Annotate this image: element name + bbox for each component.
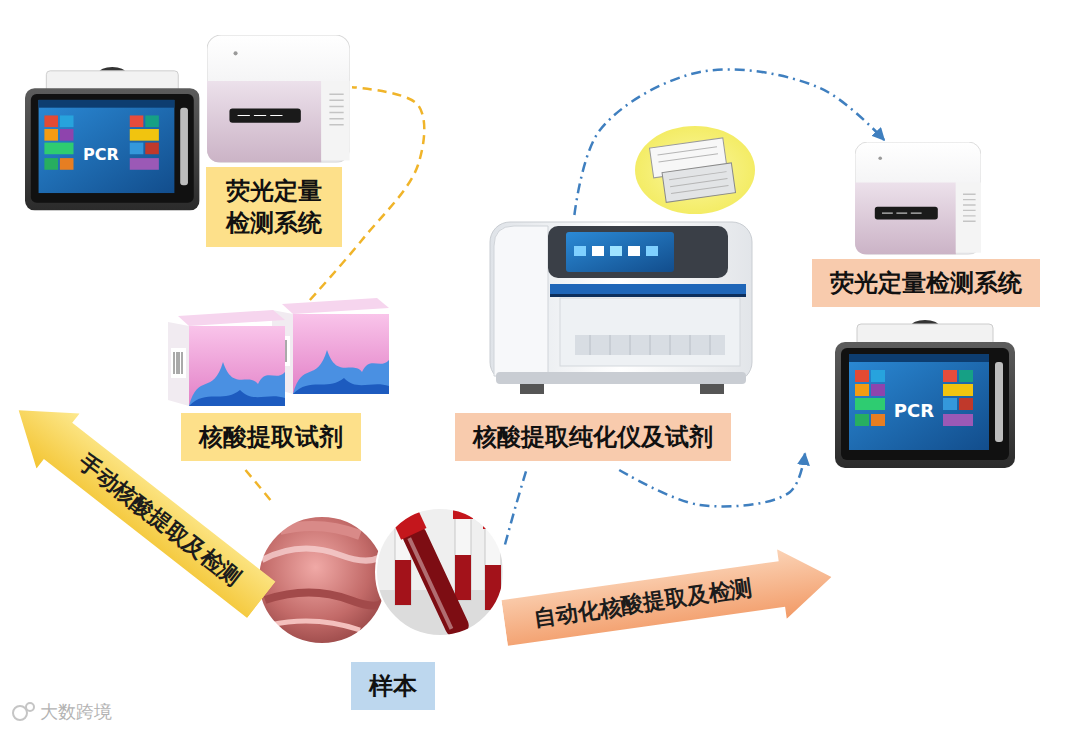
extraction-instrument-part bbox=[496, 372, 746, 384]
reagent-kit-image-part-part-part bbox=[671, 185, 728, 193]
watermark: 大数跨境 bbox=[40, 700, 112, 724]
blood-sample-photo-part-part-part bbox=[407, 537, 453, 629]
system-label-box: 荧光定量检测系统 bbox=[805, 140, 1045, 470]
system-label-box: 荧光定量检测系统 bbox=[20, 30, 352, 250]
blood-sample-photo-part bbox=[376, 508, 504, 636]
label-patch: 荧光定量检测系统 bbox=[812, 259, 1040, 307]
reagent-kit-image-part-part bbox=[662, 163, 735, 202]
extraction-instrument-part bbox=[520, 384, 544, 394]
extraction-instrument-part bbox=[700, 384, 724, 394]
extraction-instrument-part bbox=[610, 246, 622, 256]
extraction-instrument-part bbox=[550, 284, 746, 294]
reagent-kit-image-part bbox=[635, 126, 755, 214]
meat-sample-photo-part bbox=[258, 516, 386, 644]
extraction-instrument-part-part bbox=[710, 335, 711, 355]
extraction-instrument-part-part bbox=[610, 335, 611, 355]
block-arrow-outline bbox=[500, 542, 837, 657]
connector-layer-part bbox=[246, 69, 885, 544]
screen-text: PCR bbox=[83, 145, 119, 164]
blood-sample-photo-part-part bbox=[455, 510, 471, 600]
reagent-kit-image-part-part-part bbox=[670, 179, 727, 187]
label-patch: 核酸提取纯化仪及试剂 bbox=[455, 413, 731, 461]
flow-arrow: 自动化核酸提取及检测 bbox=[500, 542, 837, 657]
flow-connector bbox=[574, 69, 884, 215]
blood-sample-photo-part-part bbox=[393, 510, 474, 641]
screen-text: PCR bbox=[894, 400, 934, 421]
extraction-instrument-part bbox=[590, 335, 710, 355]
pcr-instrument bbox=[25, 67, 200, 211]
extraction-instrument-part bbox=[628, 246, 640, 256]
arrow-label: 手动核酸提取及检测 bbox=[74, 449, 246, 592]
extraction-instrument bbox=[490, 222, 752, 394]
extraction-instrument-part-part bbox=[590, 335, 591, 355]
meat-sample-photo-part-part bbox=[262, 545, 390, 561]
label-text: 荧光定量检测系统 bbox=[224, 175, 325, 240]
meat-sample-photo-part-part bbox=[270, 621, 360, 630]
reagent-kit-image-part-part-part bbox=[659, 154, 718, 162]
pcr-instrument-part bbox=[835, 320, 1015, 468]
flow-connector bbox=[619, 454, 805, 507]
pcr-instrument-part bbox=[25, 67, 200, 211]
blood-sample-photo bbox=[376, 503, 506, 641]
extraction-instrument-part bbox=[494, 226, 548, 376]
flow-connector bbox=[505, 470, 526, 545]
arrow-text: 手动核酸提取及检测 bbox=[74, 449, 246, 592]
qpcr-instrument bbox=[855, 142, 981, 255]
blood-sample-photo-part-part-part bbox=[400, 521, 472, 640]
meat-sample-photo-part bbox=[258, 516, 386, 644]
reagent-label-box: 核酸提取试剂 bbox=[165, 300, 395, 470]
extraction-instrument-part bbox=[646, 246, 658, 256]
blood-sample-photo-part-part bbox=[485, 565, 501, 610]
block-arrow-outline bbox=[0, 383, 283, 628]
extraction-instrument-part-part bbox=[630, 335, 631, 355]
qpcr-instrument-part bbox=[855, 142, 981, 255]
watermark-logo-part bbox=[26, 703, 34, 711]
extraction-instrument-part bbox=[575, 335, 725, 355]
blood-sample-photo-part bbox=[376, 503, 506, 641]
extraction-instrument-part bbox=[548, 226, 728, 278]
extraction-instrument-part-part bbox=[650, 335, 651, 355]
flow-connector bbox=[246, 470, 271, 500]
label-patch: 荧光定量检测系统 bbox=[206, 167, 343, 248]
extraction-instrument-part bbox=[490, 222, 752, 382]
label-text: 荧光定量检测系统 bbox=[830, 267, 1022, 299]
reagent-kit-image-part-part bbox=[658, 146, 729, 195]
reagent-boxes-part bbox=[272, 298, 389, 394]
extraction-instrument-part bbox=[560, 298, 740, 366]
reagent-kit-image-part-part-part bbox=[669, 172, 726, 180]
extraction-instrument-part bbox=[566, 232, 674, 272]
label-patch: 核酸提取试剂 bbox=[181, 413, 361, 461]
watermark-logo-part bbox=[13, 706, 27, 720]
meat-sample-photo-part-part bbox=[280, 526, 360, 535]
reagent-kit-image-part-part-part bbox=[658, 147, 717, 155]
sample-label-box: 样本 bbox=[258, 500, 505, 712]
meat-sample-photo bbox=[258, 516, 390, 644]
qpcr-instrument bbox=[207, 35, 350, 163]
reagent-kit-image bbox=[635, 126, 755, 214]
reagent-boxes-part bbox=[168, 310, 285, 406]
meat-sample-photo-part-part bbox=[265, 590, 386, 606]
pcr-instrument bbox=[835, 320, 1015, 468]
label-text: 核酸提取纯化仪及试剂 bbox=[473, 421, 713, 453]
reagent-boxes bbox=[168, 298, 389, 406]
watermark-logo bbox=[13, 703, 34, 720]
meat-sample-photo-part bbox=[262, 526, 390, 630]
label-text: 核酸提取试剂 bbox=[199, 421, 343, 453]
instrument-label-box: 核酸提取纯化仪及试剂 bbox=[440, 215, 760, 470]
reagent-kit-image-part bbox=[650, 137, 736, 203]
label-patch: 样本 bbox=[351, 662, 435, 710]
blood-sample-photo-part-part bbox=[455, 555, 471, 600]
extraction-instrument-part bbox=[574, 246, 586, 256]
qpcr-instrument-part bbox=[207, 35, 350, 163]
label-text: 样本 bbox=[369, 670, 417, 702]
blood-sample-photo-part-part bbox=[395, 560, 411, 605]
extraction-instrument-part-part bbox=[690, 335, 691, 355]
extraction-instrument-part bbox=[592, 246, 604, 256]
extraction-instrument-part-part bbox=[670, 335, 671, 355]
extraction-instrument-part bbox=[550, 294, 746, 297]
